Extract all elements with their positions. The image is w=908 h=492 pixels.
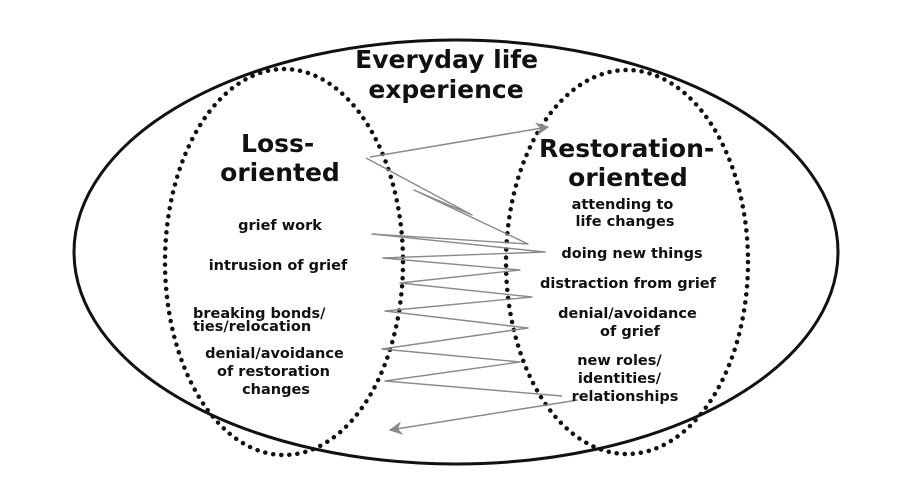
restoration-title-line-1: Restoration-	[539, 134, 714, 163]
loss-item-grief-work: grief work	[238, 218, 322, 234]
restoration-item-denial-grief: denial/avoidance of grief	[558, 306, 702, 340]
outer-title-line-1: Everyday life	[355, 45, 538, 74]
restoration-item-life-changes: attending to life changes	[572, 197, 679, 230]
loss-item-intrusion: intrusion of grief	[209, 258, 348, 274]
restoration-oriented-ellipse	[503, 67, 751, 457]
restoration-item-new-things: doing new things	[561, 246, 702, 262]
restoration-oriented-title: Restoration- oriented	[539, 134, 723, 192]
loss-oriented-title: Loss- oriented	[220, 129, 340, 187]
arrow-to-restoration	[369, 122, 550, 158]
oscillation-arrows	[365, 122, 579, 435]
restoration-title-line-2: oriented	[568, 163, 688, 192]
outer-title-line-2: experience	[368, 75, 523, 104]
arrow-to-loss	[388, 399, 579, 435]
oscillation-zigzag	[365, 157, 563, 397]
restoration-item-distraction: distraction from grief	[540, 276, 717, 292]
loss-item-breaking-bonds: breaking bonds/ ties/relocation	[193, 306, 331, 335]
loss-oriented-ellipse	[162, 66, 406, 458]
loss-title-line-2: oriented	[220, 158, 340, 187]
restoration-item-new-roles: new roles/ identities/ relationships	[572, 353, 679, 405]
loss-title-line-1: Loss-	[241, 129, 314, 158]
loss-item-denial-restoration: denial/avoidance of restoration changes	[205, 346, 349, 398]
outer-title: Everyday life experience	[355, 45, 547, 104]
everyday-life-ellipse	[72, 38, 840, 466]
